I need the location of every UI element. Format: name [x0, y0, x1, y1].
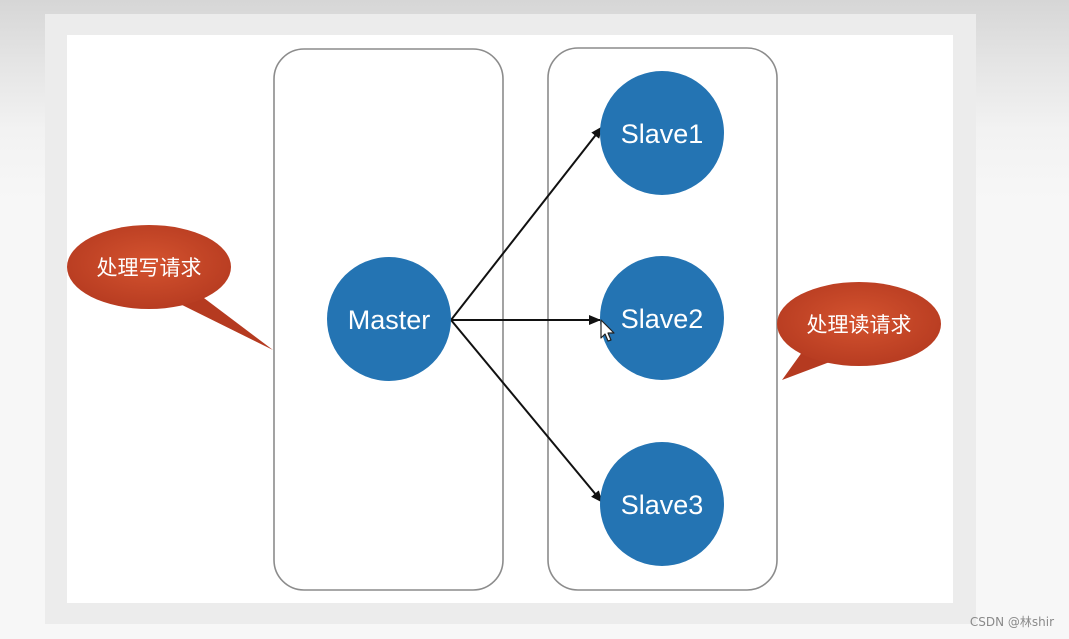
slave1-node: Slave1	[600, 71, 724, 195]
replication-arrow-slave1	[450, 126, 603, 321]
master-node-label: Master	[348, 305, 431, 335]
write-request-label: 处理写请求	[97, 256, 202, 280]
write-request-callout: 处理写请求	[67, 225, 273, 350]
slave2-node-label: Slave2	[621, 304, 704, 334]
read-request-label: 处理读请求	[807, 313, 912, 337]
mouse-cursor-icon	[600, 319, 615, 342]
slave2-node: Slave2	[600, 256, 724, 380]
master-node: Master	[327, 257, 451, 381]
csdn-watermark: CSDN @林shir	[969, 615, 1054, 629]
slave3-node: Slave3	[600, 442, 724, 566]
read-request-callout: 处理读请求	[777, 282, 941, 380]
slave1-node-label: Slave1	[621, 119, 704, 149]
replication-arrow-slave3	[450, 319, 603, 503]
slave3-node-label: Slave3	[621, 490, 704, 520]
